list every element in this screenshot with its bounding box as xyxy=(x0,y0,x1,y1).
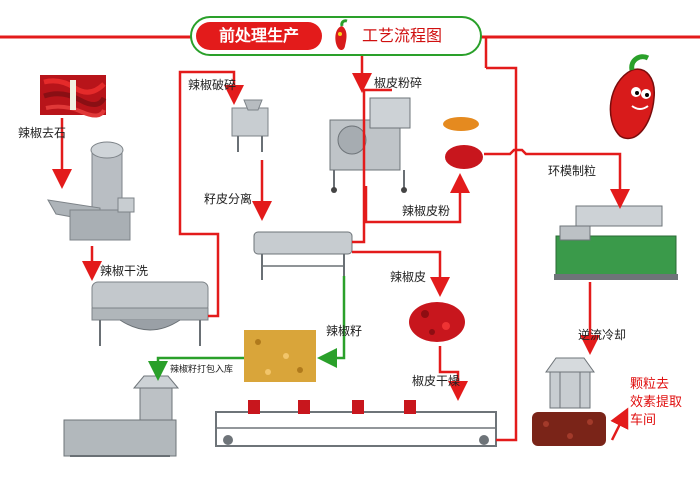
cooler-machine xyxy=(545,357,595,409)
destoner-machine xyxy=(47,141,135,241)
label-skin-dry: 椒皮干燥 xyxy=(412,374,461,388)
crusher-machine xyxy=(231,99,269,152)
dryer-conveyor-machine xyxy=(215,400,497,447)
label-destone: 辣椒去石 xyxy=(18,126,67,140)
pepper-seed-pile xyxy=(244,330,316,382)
pelletizer-machine xyxy=(554,205,678,280)
label-pepper-seed: 辣椒籽 xyxy=(326,324,363,338)
label-crush: 辣椒破碎 xyxy=(188,78,237,92)
label-dry-wash: 辣椒干洗 xyxy=(100,264,149,278)
flow-arrow xyxy=(438,346,468,401)
seed-skin-separator-machine xyxy=(253,231,353,280)
flow-arrow-green xyxy=(148,356,244,381)
flow-arrow xyxy=(484,148,630,209)
flow-arrow-green xyxy=(317,276,346,368)
flow-arrow xyxy=(610,407,629,441)
label-to-extraction: 颗粒去 效素提取 车间 xyxy=(630,376,694,430)
label-seed-pack: 辣椒籽打包入库 xyxy=(170,365,234,375)
flow-arrow xyxy=(178,70,244,318)
flow-arrow xyxy=(486,66,518,442)
label-skin-crush: 椒皮粉碎 xyxy=(374,76,423,90)
title-left: 前处理生产 xyxy=(196,22,322,50)
label-counter-cool: 逆流冷却 xyxy=(578,328,627,342)
chili-raw-image xyxy=(40,75,107,118)
label-to-extraction-line1: 颗粒去 xyxy=(630,377,670,392)
title-banner: 前处理生产 工艺流程图 xyxy=(190,16,482,56)
dry-washer-machine xyxy=(91,281,209,346)
packing-machine xyxy=(63,375,180,457)
skin-crusher-machine xyxy=(329,97,411,193)
label-ring-die: 环模制粒 xyxy=(548,164,597,178)
pellet-pile xyxy=(532,412,606,446)
chili-mascot-icon xyxy=(609,54,655,139)
flow-arrow xyxy=(364,173,470,224)
chili-pepper-icon xyxy=(335,19,348,51)
label-to-extraction-line3: 车间 xyxy=(630,413,657,428)
label-seed-skin-sep: 籽皮分离 xyxy=(204,192,253,206)
flow-arrow xyxy=(352,250,450,297)
pepper-skin-pile xyxy=(409,302,465,342)
label-to-extraction-line2: 效素提取 xyxy=(630,395,683,410)
label-pepper-skin: 辣椒皮 xyxy=(390,270,427,284)
label-skin-powder: 辣椒皮粉 xyxy=(402,204,451,218)
pepper-powder-samples xyxy=(443,117,483,169)
flow-arrow xyxy=(352,88,392,244)
title-right: 工艺流程图 xyxy=(362,26,443,45)
